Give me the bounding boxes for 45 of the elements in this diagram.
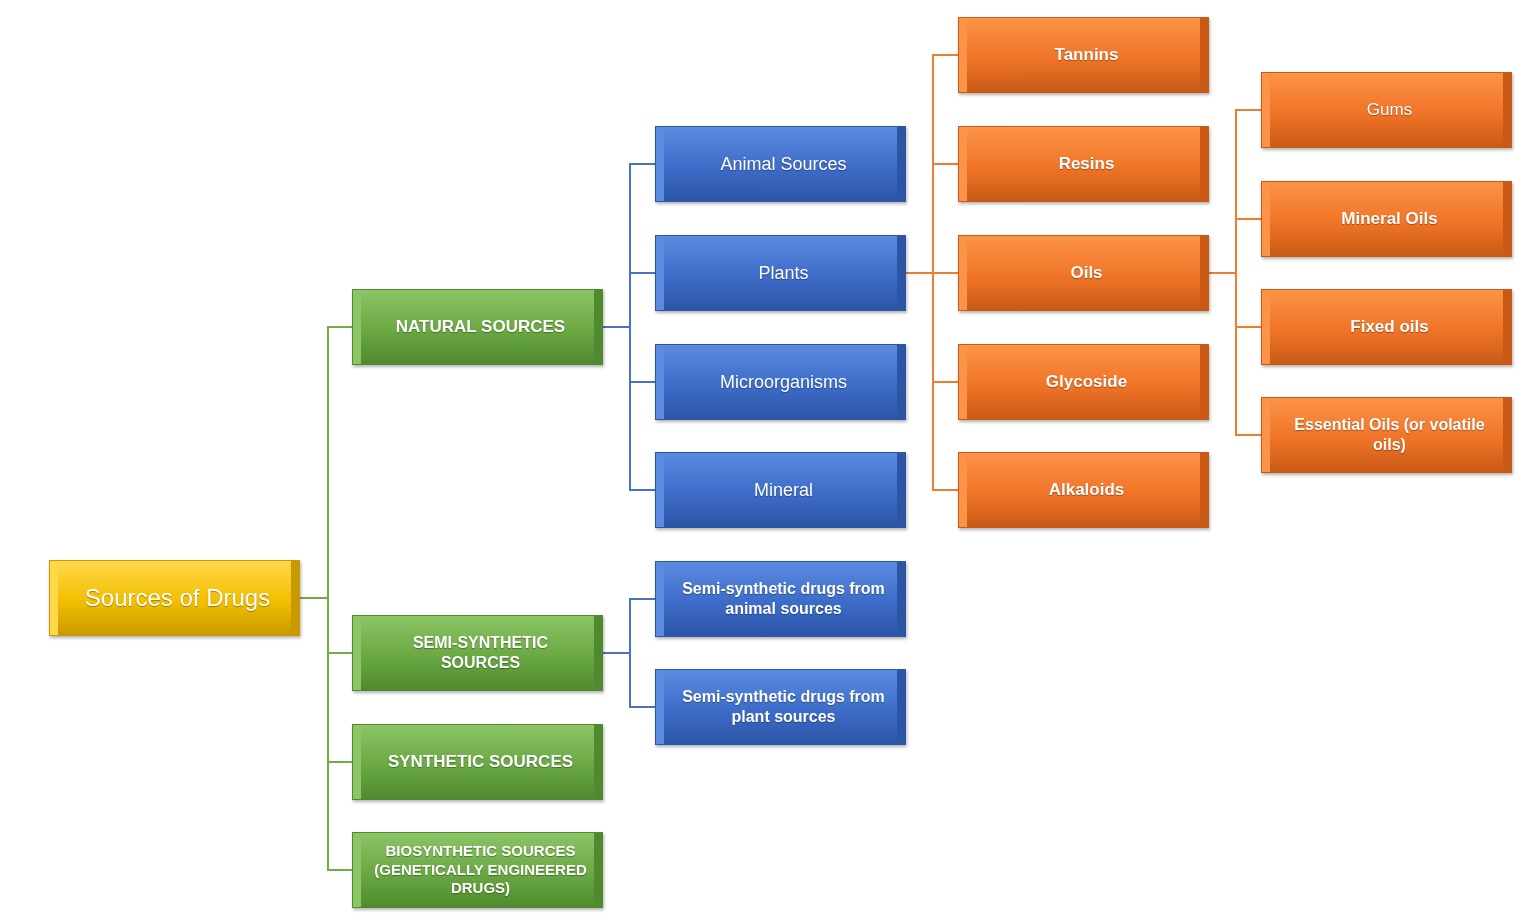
box-label: Animal Sources — [720, 152, 847, 176]
box-label: Plants — [758, 261, 809, 285]
box-label: SYNTHETIC SOURCES — [387, 751, 574, 773]
box-label: SEMI-SYNTHETIC SOURCES — [411, 633, 550, 673]
connector-line — [1208, 272, 1262, 436]
box-label: Resins — [1058, 153, 1115, 175]
category-box — [1261, 289, 1512, 365]
connector-line — [905, 272, 959, 491]
box-label: Microorganisms — [720, 370, 847, 394]
box-label: Essential Oils (or volatile oils) — [1293, 415, 1486, 455]
category-box — [655, 669, 906, 745]
category-box — [958, 126, 1209, 202]
box-label: Mineral — [754, 478, 813, 502]
box-label: Semi-synthetic drugs from animal sources — [681, 579, 886, 619]
box-label: Mineral Oils — [1341, 208, 1438, 230]
category-box — [655, 344, 906, 420]
category-box — [1261, 181, 1512, 257]
box-label: NATURAL SOURCES — [395, 316, 566, 338]
category-box — [958, 235, 1209, 311]
category-box — [655, 126, 906, 202]
category-box — [49, 560, 300, 636]
connector-line — [602, 326, 656, 491]
category-box — [352, 289, 603, 365]
category-box — [352, 615, 603, 691]
box-label: Oils — [1070, 262, 1103, 284]
category-box — [655, 452, 906, 528]
box-label: Semi-synthetic drugs from plant sources — [681, 687, 886, 727]
category-box — [1261, 397, 1512, 473]
box-label: Tannins — [1054, 44, 1119, 66]
category-box — [958, 452, 1209, 528]
category-box — [352, 724, 603, 800]
box-label: Sources of Drugs — [84, 583, 271, 613]
category-box — [655, 235, 906, 311]
box-label: BIOSYNTHETIC SOURCES (GENETICALLY ENGINEERED DRUGS) — [373, 841, 588, 899]
connector-line — [299, 597, 353, 871]
box-label: Fixed oils — [1350, 316, 1429, 338]
connector-line — [602, 652, 656, 708]
category-box — [352, 832, 603, 908]
category-box — [958, 17, 1209, 93]
category-box — [1261, 72, 1512, 148]
category-box — [958, 344, 1209, 420]
box-label: Gums — [1366, 99, 1413, 121]
box-label: Glycoside — [1045, 371, 1128, 393]
category-box — [655, 561, 906, 637]
box-label: Alkaloids — [1048, 479, 1125, 501]
